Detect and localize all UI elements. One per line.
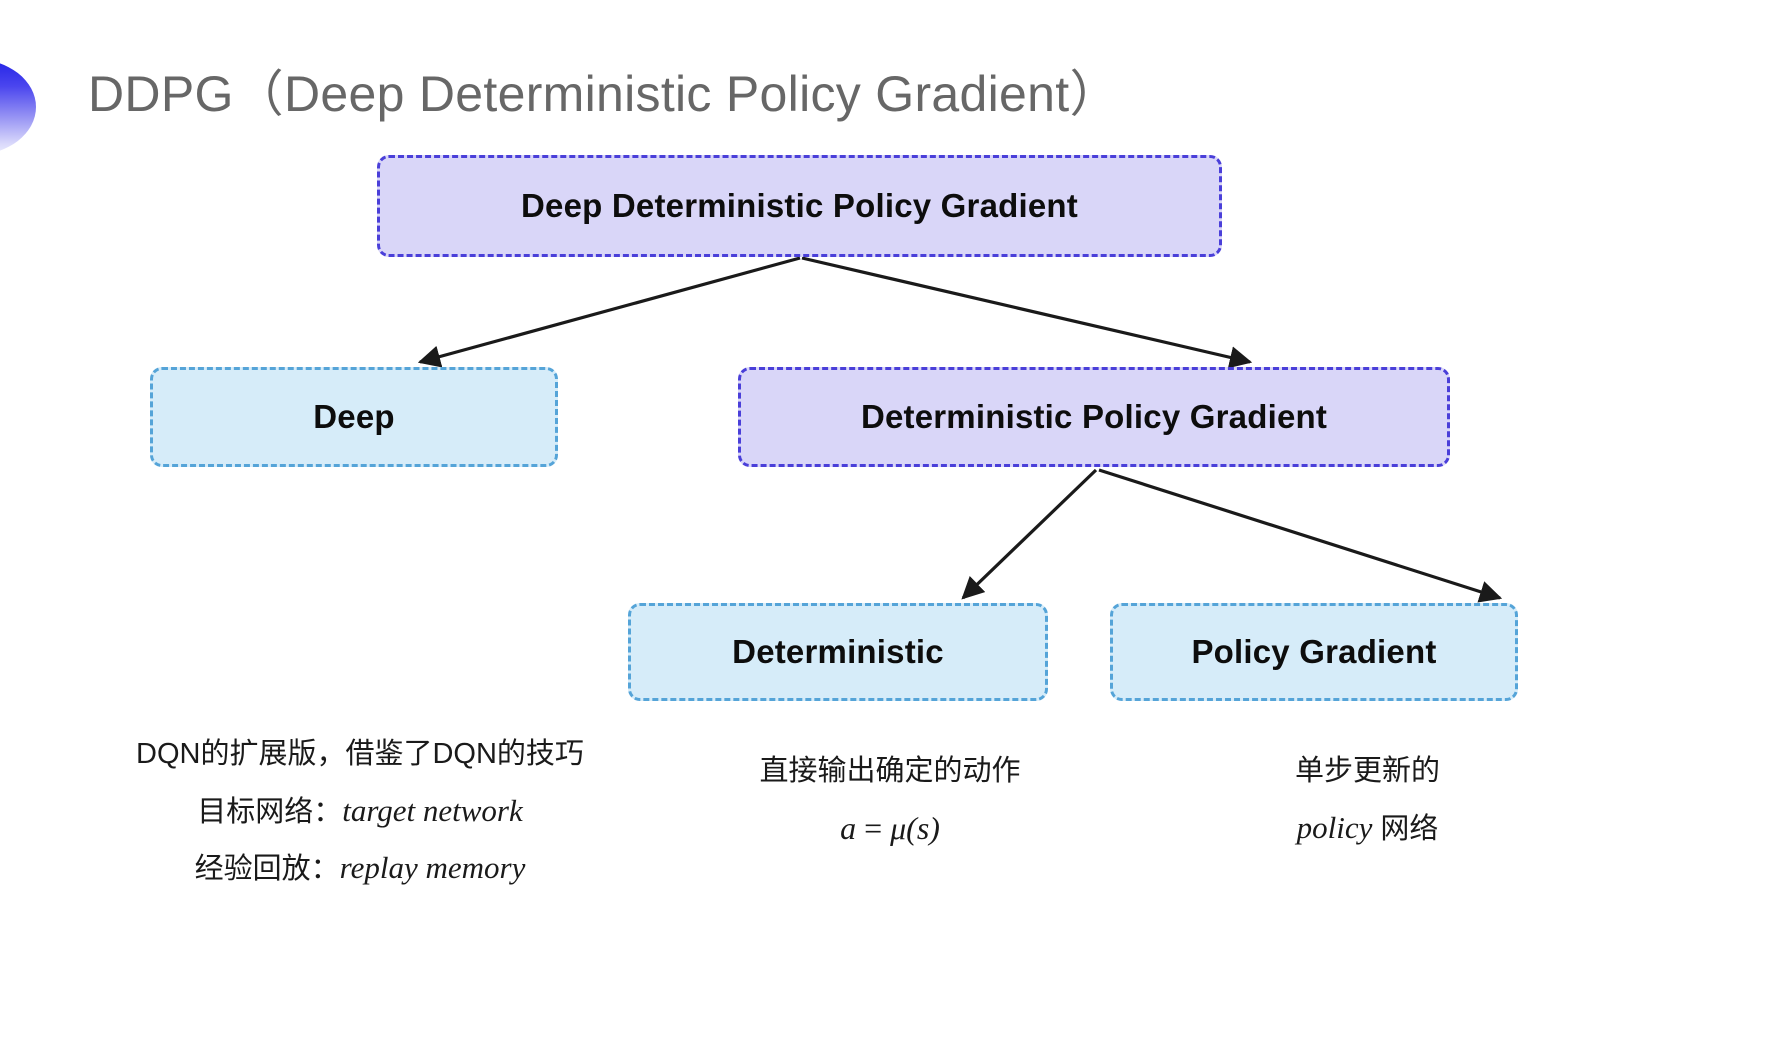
node-label: Deterministic: [732, 633, 944, 670]
note-policy-gradient-line2: policy 网络: [1195, 799, 1540, 857]
node-deep[interactable]: Deep: [150, 367, 558, 467]
node-label: Deterministic Policy Gradient: [860, 398, 1328, 435]
edge-dpg-to-policy-gradient: [1098, 468, 1503, 603]
note-deep-line2-term: target network: [342, 792, 523, 828]
note-policy-gradient-line1: 单步更新的: [1294, 755, 1440, 787]
edge-root-to-dpg: [801, 256, 1253, 369]
bullet-decoration-icon: [0, 59, 36, 155]
note-policy-gradient-term: policy: [1296, 809, 1373, 845]
note-deep-line2: 目标网络：target network: [130, 782, 590, 840]
node-deterministic[interactable]: Deterministic: [628, 603, 1048, 701]
edge-root-to-deep: [417, 256, 801, 368]
node-label: Deep: [313, 398, 395, 435]
note-deep-line3-label: 经验回放：: [194, 853, 340, 886]
note-deep-line3: 经验回放：replay memory: [130, 839, 590, 897]
page-title: DDPG（Deep Deterministic Policy Gradient）: [88, 66, 1120, 122]
node-label: Deep Deterministic Policy Gradient: [521, 187, 1078, 224]
formula-rhs: μ(s): [890, 809, 940, 846]
node-label: Policy Gradient: [1191, 633, 1437, 670]
note-deterministic: 直接输出确定的动作 a = μ(s): [690, 745, 1090, 858]
node-deterministic-policy-gradient[interactable]: Deterministic Policy Gradient: [738, 367, 1450, 467]
edge-dpg-to-deterministic: [961, 468, 1098, 600]
note-deep-line2-label: 目标网络：: [197, 795, 343, 828]
note-deep-line1: DQN的扩展版，借鉴了DQN的技巧: [136, 738, 584, 770]
note-deterministic-formula: a = μ(s): [690, 799, 1090, 858]
node-policy-gradient[interactable]: Policy Gradient: [1110, 603, 1518, 701]
node-deep-deterministic-policy-gradient[interactable]: Deep Deterministic Policy Gradient: [377, 155, 1222, 257]
note-deep-line3-term: replay memory: [339, 850, 526, 886]
formula-operator: =: [856, 809, 891, 846]
note-deep: DQN的扩展版，借鉴了DQN的技巧 目标网络：target network 经验…: [130, 728, 590, 897]
note-policy-gradient: 单步更新的 policy 网络: [1195, 745, 1540, 856]
note-policy-gradient-suffix: 网络: [1372, 812, 1439, 845]
note-deterministic-line1: 直接输出确定的动作: [759, 755, 1021, 787]
formula-lhs: a: [840, 809, 857, 846]
